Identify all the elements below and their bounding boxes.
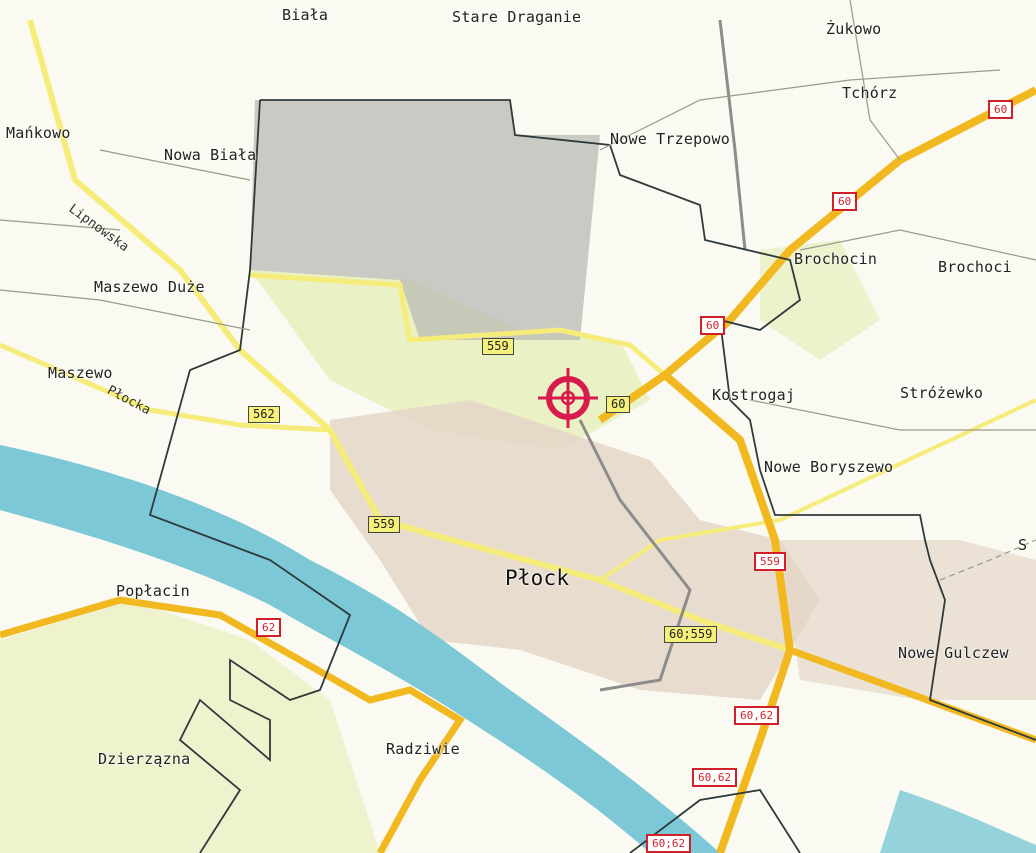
river-inlet xyxy=(880,790,1036,853)
place-label-stare-draganie: Stare Draganie xyxy=(452,8,582,26)
regional-road-562 xyxy=(27,19,791,653)
road-shield-60: 60 xyxy=(606,396,631,413)
river-vistula xyxy=(0,445,720,853)
industrial-area xyxy=(250,100,600,340)
road-shield-559: 559 xyxy=(368,516,400,533)
road-shield-60: 60 xyxy=(700,316,726,335)
urban-area-east xyxy=(780,540,1036,700)
urban-area xyxy=(330,400,820,700)
place-label-nowe-trzepowo: Nowe Trzepowo xyxy=(610,130,730,148)
road-shield-562: 562 xyxy=(248,406,280,423)
place-label-mankowo: Mańkowo xyxy=(6,124,71,142)
road-shield-60: 60 xyxy=(988,100,1014,119)
city-boundary-south xyxy=(629,789,801,853)
place-label-maszewo-duze: Maszewo Duże xyxy=(94,278,205,296)
place-label-zukowo: Żukowo xyxy=(826,20,882,38)
place-label-strozewko: Stróżewko xyxy=(900,384,984,402)
road-shield-60-62: 60;62 xyxy=(646,834,692,853)
road-shield-62: 62 xyxy=(256,618,282,637)
place-label-poplacin: Popłacin xyxy=(116,582,190,600)
railway-line xyxy=(578,419,692,692)
national-road-60-62-south xyxy=(662,371,795,853)
green-area-east xyxy=(760,240,880,360)
crosshair-target-icon[interactable] xyxy=(536,366,600,430)
place-label-radziwie: Radziwie xyxy=(386,740,460,758)
road-shield-60-62: 60,62 xyxy=(734,706,780,725)
place-label-maszewo: Maszewo xyxy=(48,364,113,382)
place-label-nowe-gulczewo: Nowe Gulczew xyxy=(898,644,1009,662)
national-road-60-northeast xyxy=(597,86,1036,424)
road-shield-559: 559 xyxy=(754,552,786,571)
place-label-biala: Biała xyxy=(282,6,329,24)
road-shield-60-62: 60,62 xyxy=(692,768,738,787)
place-label-nowe-boryszewo: Nowe Boryszewo xyxy=(764,458,894,476)
regional-road-west xyxy=(0,342,331,433)
farmland-area xyxy=(0,600,380,853)
national-road-62 xyxy=(0,596,465,853)
place-label-dzierzazna: Dzierzązna xyxy=(98,750,191,768)
regional-road-east xyxy=(598,398,1036,582)
place-label-brochocin-edge: Brochoci xyxy=(938,258,1012,276)
place-label-tchorz: Tchórz xyxy=(842,84,898,102)
place-label-plock: Płock xyxy=(505,566,570,590)
railway-line-north xyxy=(718,19,747,251)
regional-road-559-north xyxy=(249,272,667,377)
place-label-brochocin: Brochocin xyxy=(794,250,878,268)
road-shield-60: 60 xyxy=(832,192,858,211)
place-label-edge-s: S xyxy=(1018,536,1028,554)
road-shield-559: 559 xyxy=(482,338,514,355)
place-label-nowa-biala: Nowa Biała xyxy=(164,146,257,164)
minor-roads xyxy=(0,0,1036,581)
place-label-kostrogaj: Kostrogaj xyxy=(712,386,796,404)
road-shield-60-559: 60;559 xyxy=(664,626,718,643)
